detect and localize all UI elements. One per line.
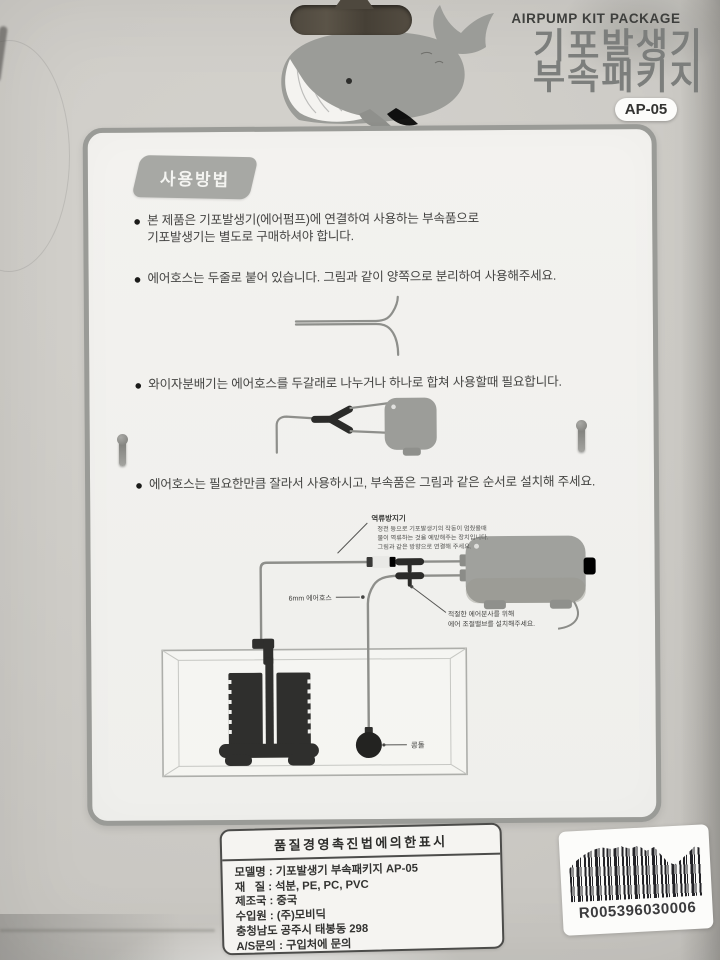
package-kicker: AIRPUMP KIT PACKAGE: [511, 11, 681, 26]
photo-shading-right: [680, 0, 720, 960]
bullet-icon: ●: [134, 377, 143, 393]
barcode-bars: [568, 838, 703, 903]
airstone: [355, 727, 382, 759]
svg-text:에어 조절밸브를 설치해주세요.: 에어 조절밸브를 설치해주세요.: [448, 619, 535, 629]
y-connector: [311, 405, 354, 434]
instruction-item-4: ● 에어호스는 필요한만큼 잘라서 사용하시고, 부속품은 그림과 같은 순서로…: [135, 473, 635, 493]
hang-hole-tab: [334, 0, 374, 9]
instruction-item-3: ● 와이자분배기는 에어호스를 두갈래로 나누거나 하나로 합쳐 사용할때 필요…: [134, 373, 634, 393]
whale-fin: [359, 109, 392, 129]
whale-tail: [433, 5, 494, 54]
aquarium-tank: [161, 647, 468, 778]
hose-split-diagram: [294, 295, 400, 356]
product-info-box: 품질경영촉진법에의한표시 모델명 : 기포발생기 부속패키지 AP-05 재 질…: [219, 822, 505, 956]
installation-diagram: 역류방지기 정전 등으로 기포발생기의 작동이 멈췄을때 물이 역류하는 것을 …: [161, 513, 596, 778]
hang-hole: [290, 5, 412, 35]
barcode-sticker: R005396030006: [558, 824, 714, 936]
instruction-text: 기포발생기는 별도로 구매하셔야 합니다.: [147, 229, 355, 245]
section-badge: 사용방법: [131, 155, 259, 200]
whale-fin-2: [387, 108, 418, 126]
barcode-number: R005396030006: [578, 898, 697, 923]
instruction-text: 와이자분배기는 에어호스를 두갈래로 나누거나 하나로 합쳐 사용할때 필요합니…: [148, 374, 562, 392]
check-valve-label: 역류방지기 정전 등으로 기포발생기의 작동이 멈췄을때 물이 역류하는 것을 …: [337, 513, 489, 554]
package-bottom-edge: [0, 929, 215, 932]
valve-note-label: 적절한 에어분사를 위해 에어 조절밸브를 설치해주세요.: [410, 585, 535, 629]
bullet-icon: ●: [133, 271, 142, 287]
whale-body: [281, 31, 465, 124]
blister-peg-right: [576, 420, 587, 452]
package-title-line2: 부속패키지: [532, 58, 704, 97]
check-valve: [366, 555, 396, 568]
instruction-item-2: ● 에어호스는 두줄로 붙어 있습니다. 그림과 같이 양쪽으로 분리하여 사용…: [134, 267, 634, 287]
svg-text:정전 등으로 기포발생기의 작동이 멈췄을때: 정전 등으로 기포발생기의 작동이 멈췄을때: [377, 524, 487, 533]
instruction-text: 에어호스는 두줄로 붙어 있습니다. 그림과 같이 양쪽으로 분리하여 사용해주…: [147, 268, 557, 286]
bullet-icon: ●: [133, 213, 142, 229]
instruction-text: 에어호스는 필요한만큼 잘라서 사용하시고, 부속품은 그림과 같은 순서로 설…: [148, 474, 596, 492]
whale-illustration: [281, 5, 494, 129]
svg-text:물이 역류하는 것을 예방해주는 장치입니다.: 물이 역류하는 것을 예방해주는 장치입니다.: [377, 533, 488, 542]
airpump-illustration: [384, 397, 437, 456]
svg-text:6mm 에어호스: 6mm 에어호스: [289, 593, 333, 602]
package-title-line1: 기포발생기: [532, 27, 704, 66]
airstone-label: 콩돌: [382, 741, 425, 750]
svg-text:적절한 에어분사를 위해: 적절한 에어분사를 위해: [448, 609, 514, 618]
whale-eye: [346, 78, 352, 84]
bullet-icon: ●: [135, 477, 143, 493]
blister-peg-left: [117, 434, 128, 466]
sponge-filter: [218, 638, 319, 766]
photo-shading-bottomleft: [0, 914, 260, 960]
airpump-illustration: [459, 535, 596, 630]
y-splitter-diagram: [275, 397, 437, 456]
svg-text:콩돌: 콩돌: [411, 741, 425, 750]
photo-specks: [420, 52, 444, 64]
info-box-rows: 모델명 : 기포발생기 부속패키지 AP-05 재 질 : 석분, PE, PC…: [222, 855, 502, 960]
photo-shading-topright: [530, 0, 720, 100]
check-valve-title: 역류방지기: [371, 513, 406, 523]
blister-edge: [0, 40, 70, 272]
hose-size-label: 6mm 에어호스: [289, 593, 365, 603]
instruction-item-1: ● 본 제품은 기포발생기(에어펌프)에 연결하여 사용하는 부속품으로 기포발…: [133, 209, 633, 246]
svg-text:그림과 같은 방향으로 연결해 주세요.: 그림과 같은 방향으로 연결해 주세요.: [377, 542, 471, 551]
whale-belly: [285, 59, 368, 122]
section-badge-label: 사용방법: [159, 169, 231, 190]
instruction-text: 본 제품은 기포발생기(에어펌프)에 연결하여 사용하는 부속품으로: [147, 211, 480, 228]
instructions-panel: 사용방법 ● 본 제품은 기포발생기(에어펌프)에 연결하여 사용하는 부속품으…: [82, 124, 662, 826]
model-badge: AP-05: [615, 98, 677, 121]
air-control-valves: [395, 558, 425, 587]
